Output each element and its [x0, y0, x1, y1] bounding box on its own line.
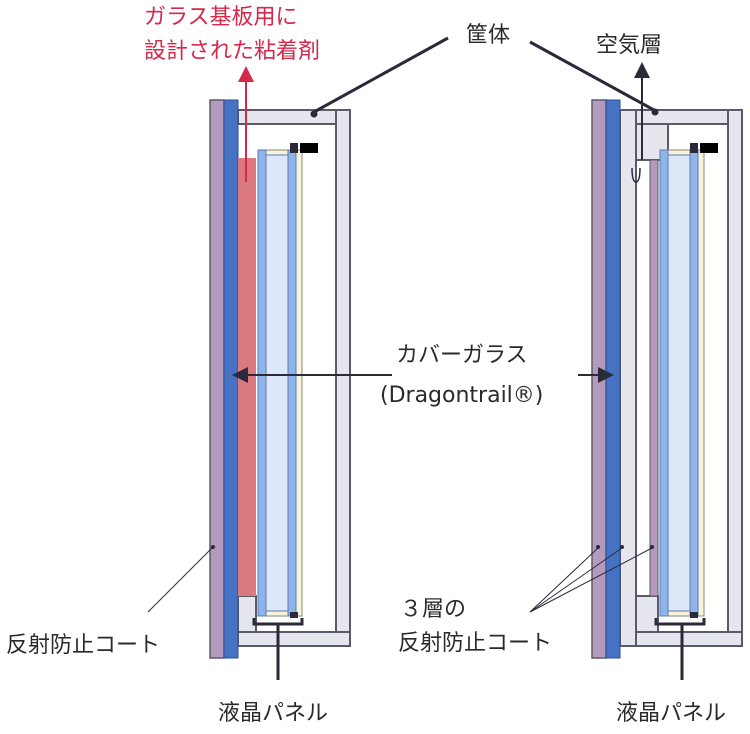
- right-ar-coat-outer: [591, 99, 607, 659]
- lcd-label-right: 液晶パネル: [616, 701, 726, 726]
- lcd-label-left: 液晶パネル: [218, 701, 328, 726]
- right-cover-glass: [605, 99, 621, 659]
- left-cover-glass: [223, 99, 239, 659]
- ar-coat-3layer-label-line2: 反射防止コート: [398, 631, 552, 656]
- housing-label: 筐体: [466, 23, 510, 48]
- left-lcd-bracket: [252, 618, 304, 626]
- left-adhesive: [238, 158, 256, 596]
- adhesive-label-line2: 設計された粘着剤: [144, 39, 320, 64]
- adhesive-label-line1: ガラス基板用に: [144, 5, 298, 30]
- air-layer-label: 空気層: [596, 33, 662, 58]
- right-ar-coat-inner: [649, 159, 659, 597]
- right-housing: [619, 109, 743, 647]
- right-lcd-panel: [659, 143, 718, 618]
- left-housing: [237, 109, 351, 647]
- cover-glass-label-line2: (Dragontrail®): [380, 383, 543, 408]
- left-assembly: [209, 99, 351, 680]
- ar-coat-3layer-label-line1: ３層の: [400, 597, 466, 622]
- air-gap-marker: [631, 167, 641, 183]
- ar-coat-label-left: 反射防止コート: [6, 633, 160, 658]
- right-assembly: [591, 99, 743, 680]
- cover-glass-label-line1: カバーガラス: [396, 343, 528, 368]
- left-ar-coat: [209, 99, 225, 659]
- left-lcd-panel: [257, 143, 318, 618]
- right-lcd-bracket: [654, 618, 706, 626]
- leader-lines: [232, 36, 659, 383]
- ar-coat-pointers: [147, 545, 654, 613]
